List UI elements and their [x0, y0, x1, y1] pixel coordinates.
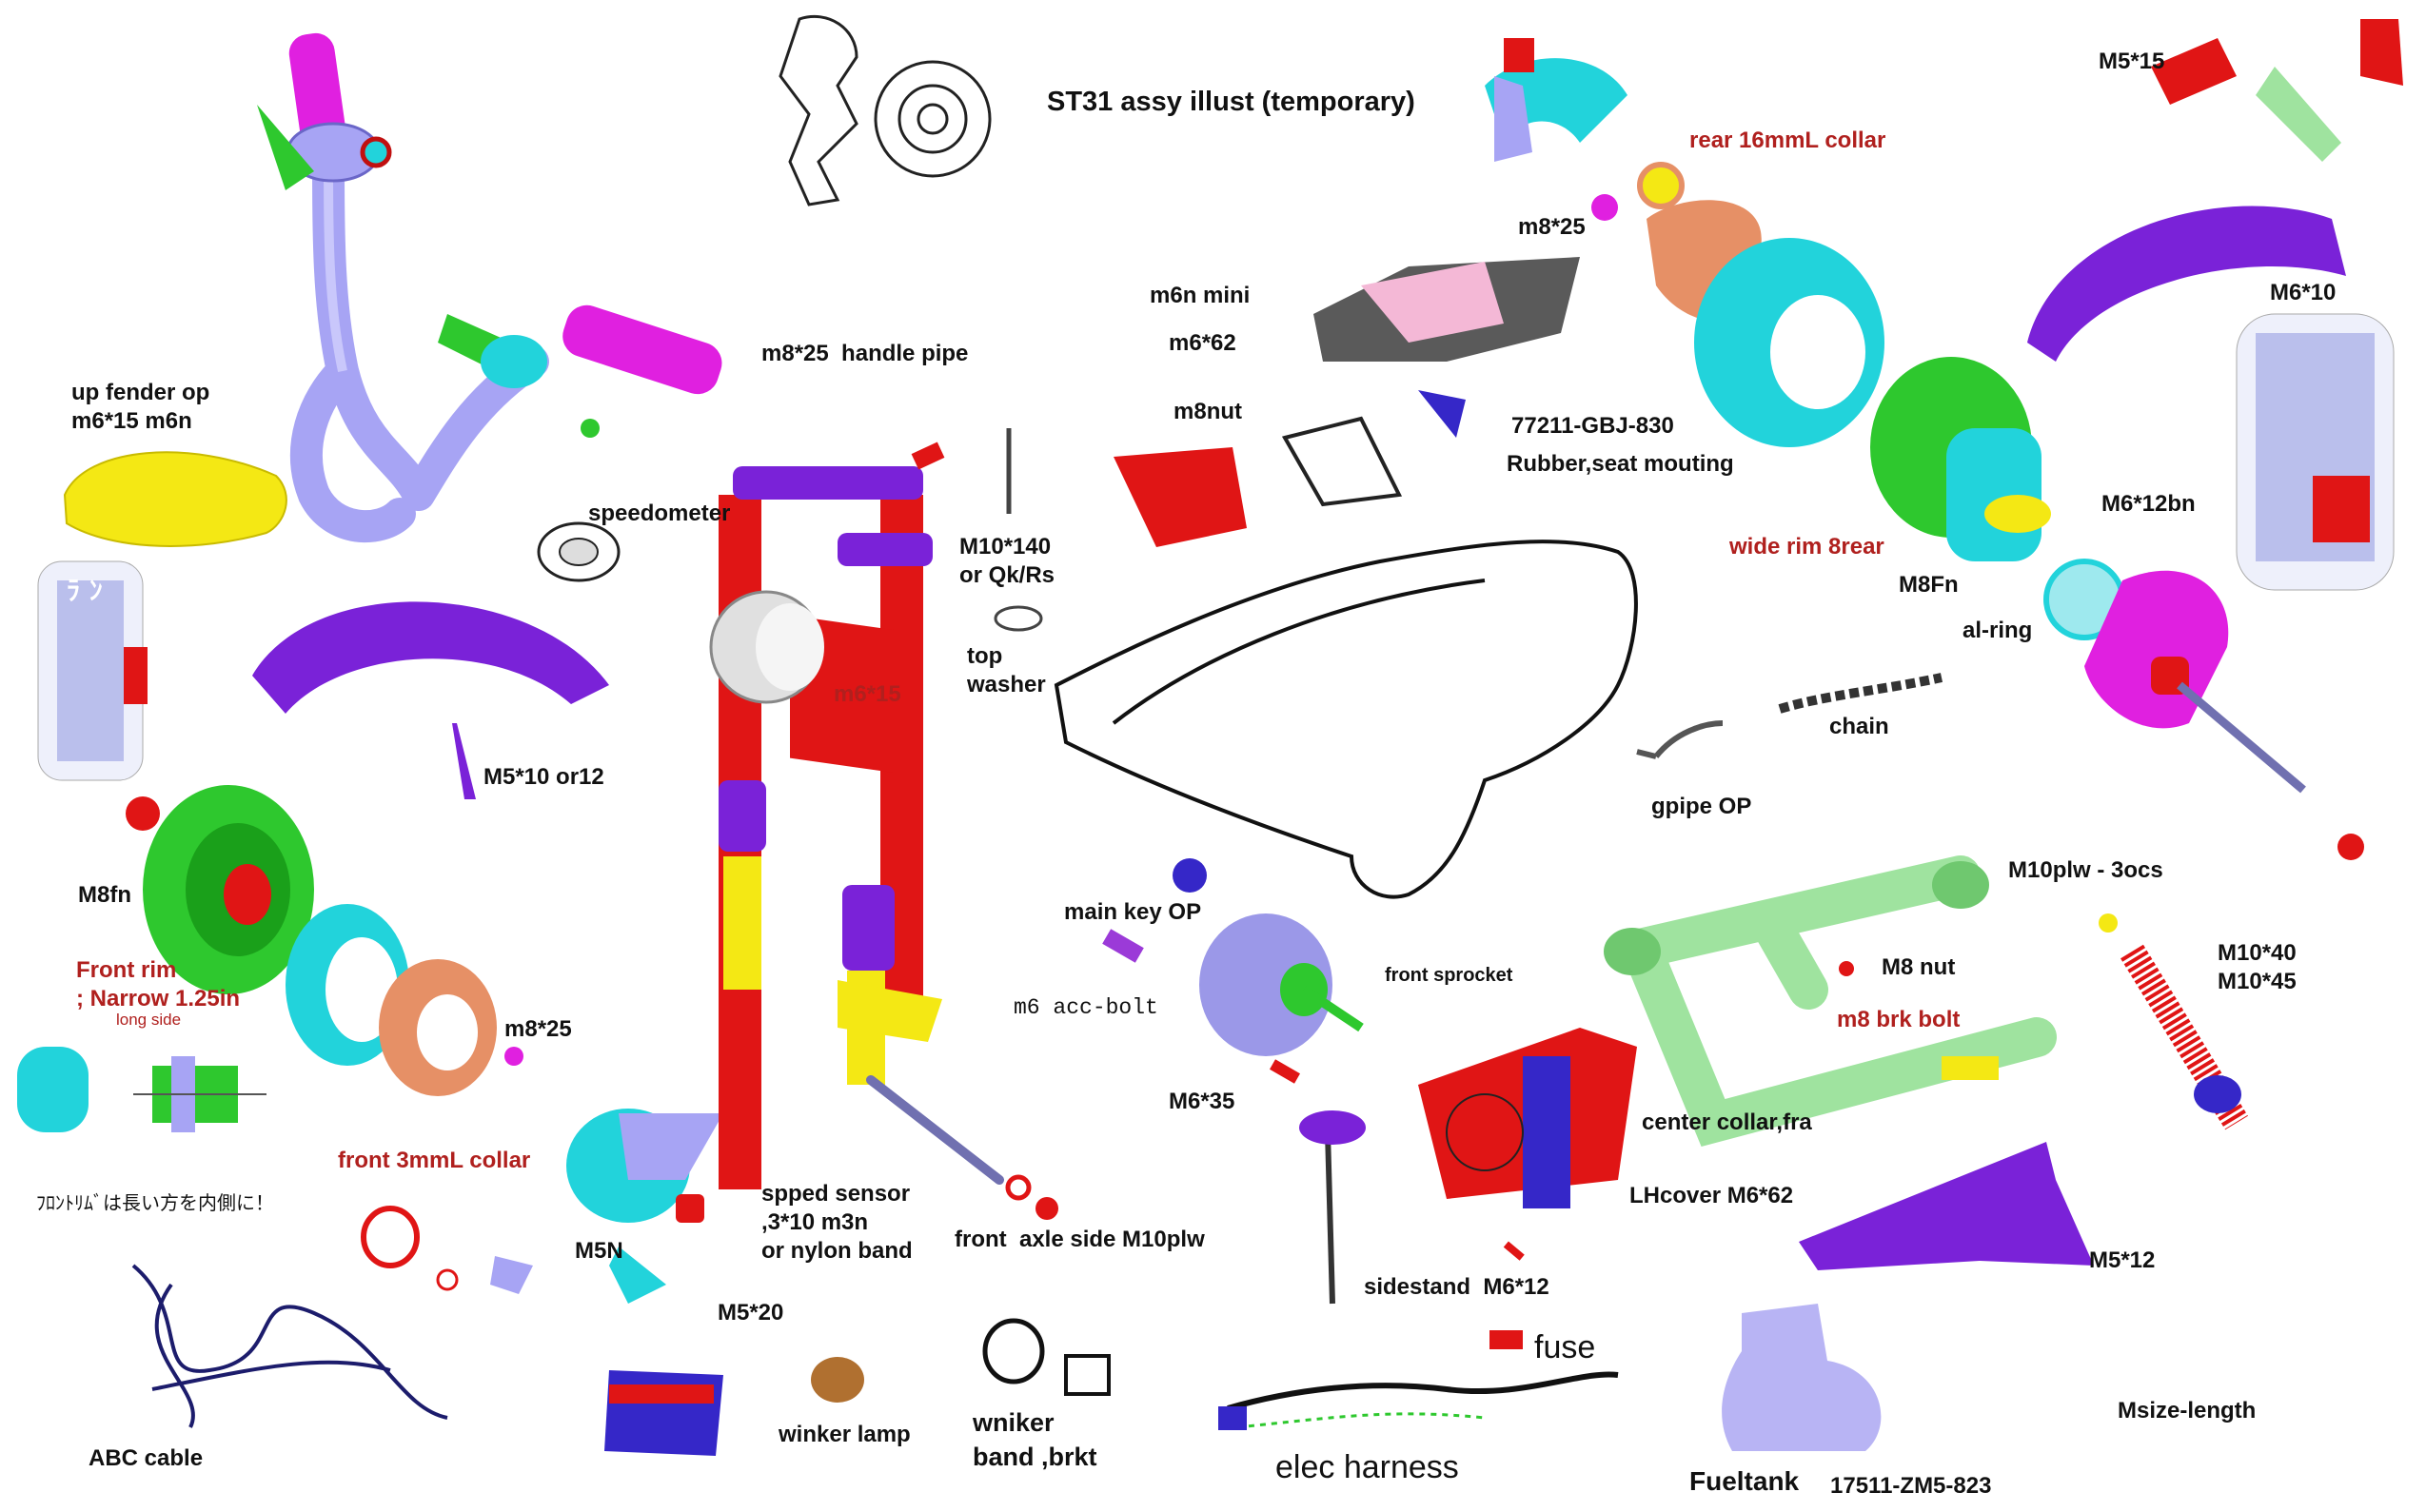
- label-m6-10: M6*10: [2270, 280, 2337, 305]
- label-center-collar: center collar,fra: [1642, 1109, 1812, 1135]
- label-spped-sensor: spped sensor ,3*10 m3n or nylon band: [761, 1181, 913, 1264]
- small-hardware: [866, 428, 1207, 1220]
- sidestand-part: [1299, 1110, 1525, 1305]
- chain-guard-part: [1799, 1142, 2094, 1270]
- label-front-rim: Front rim ; Narrow 1.25in: [76, 957, 241, 1011]
- label-japanese-note: ﾌﾛﾝﾄﾘﾑﾞは長い方を内側に！: [36, 1193, 274, 1214]
- diagram-title: ST31 assy illust (temporary): [1047, 87, 1415, 117]
- label-wide-rim: wide rim 8rear: [1729, 534, 1884, 560]
- chain-part: [1636, 673, 1943, 759]
- label-winker-lamp: winker lamp: [779, 1422, 911, 1447]
- up-fender-part: [63, 451, 287, 547]
- abc-cable-part: [131, 1264, 448, 1428]
- label-m5-20: M5*20: [718, 1300, 784, 1325]
- lhcover-part: [1418, 1028, 1637, 1208]
- label-gpipe-op: gpipe OP: [1651, 794, 1752, 819]
- handlebar: [257, 32, 722, 543]
- svg-text:ﾗ ﾝ: ﾗ ﾝ: [67, 575, 103, 606]
- label-fueltank: Fueltank: [1689, 1466, 1800, 1496]
- front-drum-part: [286, 904, 523, 1096]
- label-long-side: long side: [116, 1011, 182, 1029]
- label-al-ring: al-ring: [1962, 618, 2033, 643]
- label-m10plw-3ocs: M10plw - 3ocs: [2008, 857, 2163, 883]
- label-up-fender-op: up fender op m6*15 m6n: [71, 380, 210, 434]
- label-m6-62: m6*62: [1169, 330, 1236, 356]
- label-lhcover: LHcover M6*62: [1629, 1183, 1794, 1208]
- label-m6n-mini: m6n mini: [1150, 283, 1251, 308]
- label-sidestand: sidestand M6*12: [1364, 1274, 1549, 1300]
- label-front-3mml-collar: front 3mmL collar: [338, 1148, 531, 1173]
- label-77211: 77211-GBJ-830: [1511, 413, 1674, 439]
- fueltank-part: [1722, 1304, 1882, 1451]
- label-m5-12: M5*12: [2089, 1247, 2156, 1273]
- label-m8-25-handle-pipe: m8*25 handle pipe: [761, 341, 969, 366]
- speedometer-part: [537, 521, 621, 582]
- label-m8fn-right: M8Fn: [1899, 572, 1959, 598]
- label-m8nut: m8nut: [1174, 399, 1242, 424]
- front-hub-part: [126, 785, 314, 994]
- label-m5-15: M5*15: [2099, 49, 2165, 74]
- rear-fender-part: [2027, 19, 2403, 591]
- front-fender-part: [252, 601, 609, 714]
- hub-cross-section: [17, 1047, 266, 1132]
- main-frame-part: [1054, 540, 1638, 899]
- label-m8-brk-bolt: m8 brk bolt: [1837, 1007, 1961, 1032]
- rear-wheel-parts: [1485, 38, 2364, 860]
- front-sprocket-part: [1199, 913, 1364, 1084]
- label-m8fn-left: M8fn: [78, 882, 131, 908]
- front-brake-panel: [361, 1109, 723, 1304]
- label-speedometer: speedometer: [588, 501, 731, 526]
- label-abc-cable: ABC cable: [89, 1445, 204, 1471]
- label-fuse: fuse: [1534, 1329, 1596, 1365]
- label-m5-10-or12: M5*10 or12: [483, 764, 604, 790]
- label-main-key-op: main key OP: [1064, 899, 1202, 925]
- label-msize-length: Msize-length: [2118, 1398, 2257, 1424]
- engine-sketch: [779, 14, 992, 206]
- label-elec-harness: elec harness: [1275, 1449, 1459, 1485]
- seat-part: [1114, 257, 1580, 547]
- label-m8-25-front: m8*25: [504, 1016, 572, 1042]
- label-m10-40-45: M10*40 M10*45: [2218, 940, 2297, 994]
- label-rubber-seat: Rubber,seat mouting: [1507, 451, 1734, 477]
- label-m5n: M5N: [575, 1238, 623, 1264]
- label-m6-35: M6*35: [1169, 1089, 1235, 1114]
- label-chain: chain: [1829, 714, 1889, 739]
- label-rear-collar: rear 16mmL collar: [1689, 128, 1886, 153]
- label-m10-140: M10*140 or Qk/Rs: [959, 534, 1055, 588]
- label-m6-15: m6*15: [834, 681, 901, 707]
- label-front-sprocket: front sprocket: [1385, 965, 1513, 986]
- label-m8-nut: M8 nut: [1882, 954, 1956, 980]
- rear-shock-part: [2099, 913, 2248, 1130]
- label-front-axle: front axle side M10plw: [955, 1227, 1205, 1252]
- left-tank-cover: ﾗ ﾝ: [37, 560, 148, 781]
- label-17511: 17511-ZM5-823: [1830, 1473, 1992, 1499]
- label-wniker-band: wniker band ,brkt: [973, 1408, 1097, 1471]
- elec-harness-part: [1218, 1330, 1619, 1430]
- label-m6-acc-bolt: m6 acc-bolt: [1014, 995, 1158, 1020]
- front-fork-part: [709, 466, 942, 1189]
- winker-parts: [604, 1318, 1111, 1456]
- swingarm-part: [1604, 855, 2057, 1148]
- label-m8-25-rear: m8*25: [1518, 214, 1586, 240]
- label-m6-12bn: M6*12bn: [2101, 491, 2196, 517]
- label-top-washer: top washer: [967, 643, 1046, 697]
